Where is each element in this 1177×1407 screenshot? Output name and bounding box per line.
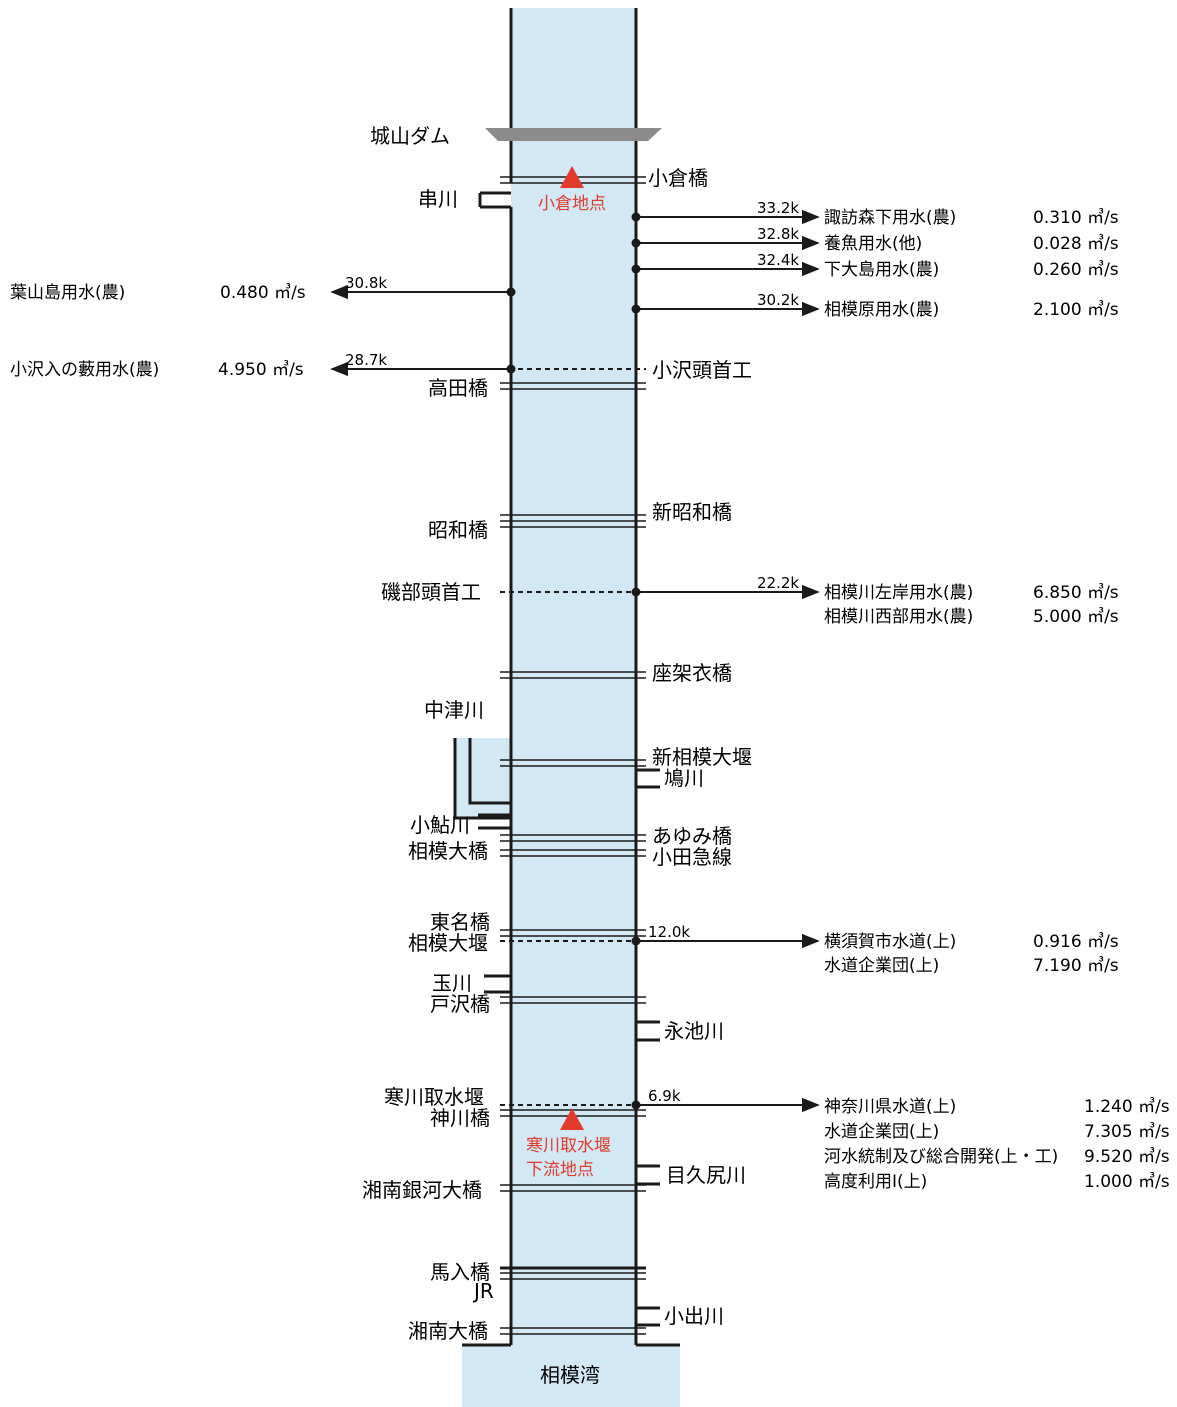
intake-flow: 2.100 ㎥/s <box>1033 300 1119 320</box>
intake-name: 下大島用水(農) <box>824 260 939 280</box>
intake-name: 水道企業団(上) <box>824 956 939 976</box>
nagaike-river-label: 永池川 <box>664 1019 724 1043</box>
showa-bridge-label: 昭和橋 <box>428 518 488 542</box>
shin-showa-bridge-label: 新昭和橋 <box>652 500 732 524</box>
koide-river-label: 小出川 <box>664 1304 724 1328</box>
intake-name: 小沢入の藪用水(農) <box>10 360 159 380</box>
left-bank-labels: 串川 高田橋 昭和橋 磯部頭首工 中津川 小鮎川 相模大橋 東名橋 相模大堰 玉… <box>362 187 494 1343</box>
nagaike-river-stub <box>636 1020 660 1042</box>
tozawa-bridge-label: 戸沢橋 <box>430 992 490 1016</box>
intake-flow: 7.305 ㎥/s <box>1084 1122 1170 1142</box>
tomei-bridge-label: 東名橋 <box>430 910 490 934</box>
sagami-ohashi-label: 相模大橋 <box>408 839 488 863</box>
intake-name: 水道企業団(上) <box>824 1122 939 1142</box>
intake-km: 6.9k <box>648 1087 681 1105</box>
downstream-point-label: 下流地点 <box>526 1160 594 1180</box>
intake-name: 相模川左岸用水(農) <box>824 583 973 603</box>
samukawa-weir-label: 寒川取水堰 <box>384 1085 484 1109</box>
intake-flow: 5.000 ㎥/s <box>1033 607 1119 627</box>
intake-name: 相模原用水(農) <box>824 300 939 320</box>
ogura-point-label: 小倉地点 <box>538 194 606 214</box>
intake-flow: 4.950 ㎥/s <box>218 360 304 380</box>
intake-name: 横須賀市水道(上) <box>824 932 956 952</box>
intake-flow: 0.260 ㎥/s <box>1033 260 1119 280</box>
shonan-ginga-bridge-label: 湘南銀河大橋 <box>362 1178 482 1202</box>
kamikawa-bridge-label: 神川橋 <box>430 1106 490 1130</box>
intake-name: 諏訪森下用水(農) <box>824 208 956 228</box>
intake-points <box>506 212 641 1110</box>
intake-arrows <box>330 209 820 1113</box>
nakatsu-river-label: 中津川 <box>424 698 484 722</box>
sagami-weir-label: 相模大堰 <box>408 931 488 955</box>
banyu-bridge-label: 馬入橋 <box>430 1260 490 1284</box>
mekujiri-river-label: 目久尻川 <box>666 1163 746 1187</box>
right-bank-labels: 小倉橋 小沢頭首工 新昭和橋 座架衣橋 新相模大堰 鳩川 あゆみ橋 小田急線 永… <box>648 166 752 1328</box>
ayumi-bridge-label: あゆみ橋 <box>652 824 732 848</box>
ogura-point-marker <box>560 166 584 188</box>
takada-bridge-label: 高田橋 <box>428 376 488 400</box>
intake-flow: 0.028 ㎥/s <box>1033 234 1119 254</box>
jr-label: JR <box>472 1279 494 1303</box>
hato-river-label: 鳩川 <box>664 766 704 790</box>
intake-km: 28.7k <box>345 351 387 369</box>
intake-flow: 9.520 ㎥/s <box>1084 1147 1170 1167</box>
koayu-river-stub <box>478 813 511 830</box>
dam-label: 城山ダム <box>370 124 450 148</box>
intake-km: 32.8k <box>757 225 799 243</box>
intake-km: 12.0k <box>648 923 690 941</box>
ozawa-headworks-label: 小沢頭首工 <box>652 358 752 382</box>
tama-river-stub <box>484 974 511 994</box>
sagami-bay <box>462 1345 680 1407</box>
intake-name: 高度利用Ⅰ(上) <box>824 1172 927 1192</box>
intake-flow: 0.480 ㎥/s <box>220 283 306 303</box>
sagami-bay-label: 相模湾 <box>540 1363 600 1387</box>
kushi-river-label: 串川 <box>418 187 458 211</box>
intake-name: 相模川西部用水(農) <box>824 607 973 627</box>
shin-sagami-weir-label: 新相模大堰 <box>652 745 752 769</box>
intake-flow: 7.190 ㎥/s <box>1033 956 1119 976</box>
koayu-river-label: 小鮎川 <box>410 813 470 837</box>
koide-river-stub <box>636 1306 660 1327</box>
intake-name: 養魚用水(他) <box>824 234 922 254</box>
samukawa-weir-point-label: 寒川取水堰 <box>526 1136 611 1156</box>
hato-river-stub <box>636 768 660 789</box>
intake-flow: 1.240 ㎥/s <box>1084 1097 1170 1117</box>
intake-km: 30.2k <box>757 291 799 309</box>
intake-flow: 6.850 ㎥/s <box>1033 583 1119 603</box>
intake-km: 33.2k <box>757 199 799 217</box>
tama-river-label: 玉川 <box>432 971 472 995</box>
intake-flow: 0.916 ㎥/s <box>1033 932 1119 952</box>
intake-name: 河水統制及び総合開発(上・工) <box>824 1147 1058 1167</box>
right-intake-labels: 33.2k 諏訪森下用水(農) 0.310 ㎥/s 32.8k 養魚用水(他) … <box>648 199 1170 1192</box>
intake-km: 30.8k <box>345 274 387 292</box>
kushi-river-stub <box>478 191 511 209</box>
ogura-bridge-label: 小倉橋 <box>648 166 708 190</box>
zakaime-bridge-label: 座架衣橋 <box>652 661 732 685</box>
intake-flow: 1.000 ㎥/s <box>1084 1172 1170 1192</box>
odakyu-line-label: 小田急線 <box>652 845 732 869</box>
left-intake-labels: 30.8k 葉山島用水(農) 0.480 ㎥/s 28.7k 小沢入の藪用水(農… <box>10 274 387 380</box>
dam-shape <box>485 128 662 141</box>
intake-name: 神奈川県水道(上) <box>824 1097 956 1117</box>
isobe-headworks-label: 磯部頭首工 <box>381 580 481 604</box>
intake-flow: 0.310 ㎥/s <box>1033 208 1119 228</box>
mekujiri-river-stub <box>636 1164 660 1186</box>
weirs <box>500 368 646 1106</box>
intake-km: 32.4k <box>757 251 799 269</box>
intake-name: 葉山島用水(農) <box>10 283 125 303</box>
nakatsu-river-branch <box>455 738 511 818</box>
intake-km: 22.2k <box>757 574 799 592</box>
shonan-ohashi-label: 湘南大橋 <box>408 1319 488 1343</box>
samukawa-point-marker <box>560 1108 584 1130</box>
